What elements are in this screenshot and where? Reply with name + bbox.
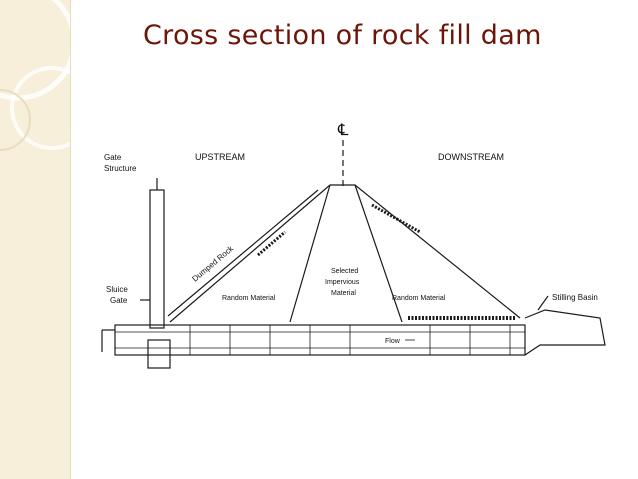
random-material-left-label: Random Material [222,295,276,302]
slide-title: Cross section of rock fill dam [143,20,542,51]
centerline-symbol: ℄ [337,122,349,139]
dumped-rock-layer [167,189,319,317]
random-material-right-label: Random Material [392,295,446,302]
conduit-segments [115,325,525,355]
selected-label-2: Impervious [325,279,360,286]
decorative-circles [0,0,70,151]
upstream-riprap [257,230,286,257]
flow-label: Flow [385,338,401,345]
selected-label-3: Material [331,290,356,297]
stilling-basin-pointer [537,295,549,311]
gate-structure-label-2: Structure [104,164,137,173]
stilling-basin-label: Stilling Basin [552,293,598,302]
decorative-sidebar [0,0,71,479]
stilling-basin [524,309,606,356]
gate-structure-label-1: Gate [104,153,122,162]
dam-cross-section-diagram: ℄ Gate Structure UPSTREAM DOWNSTREAM Dum… [101,122,606,369]
outlet-conduit [114,324,526,356]
upstream-label: UPSTREAM [195,152,245,162]
downstream-label: DOWNSTREAM [438,152,504,162]
sluice-gate-label-2: Gate [110,296,128,305]
downstream-riprap [371,203,421,234]
sluice-gate-label-1: Sluice [106,285,128,294]
dam-outer-slope [169,184,521,323]
gate-structure-tower [149,189,165,329]
selected-label-1: Selected [331,268,358,275]
conduit-footing [147,339,171,369]
impervious-core [289,184,403,323]
